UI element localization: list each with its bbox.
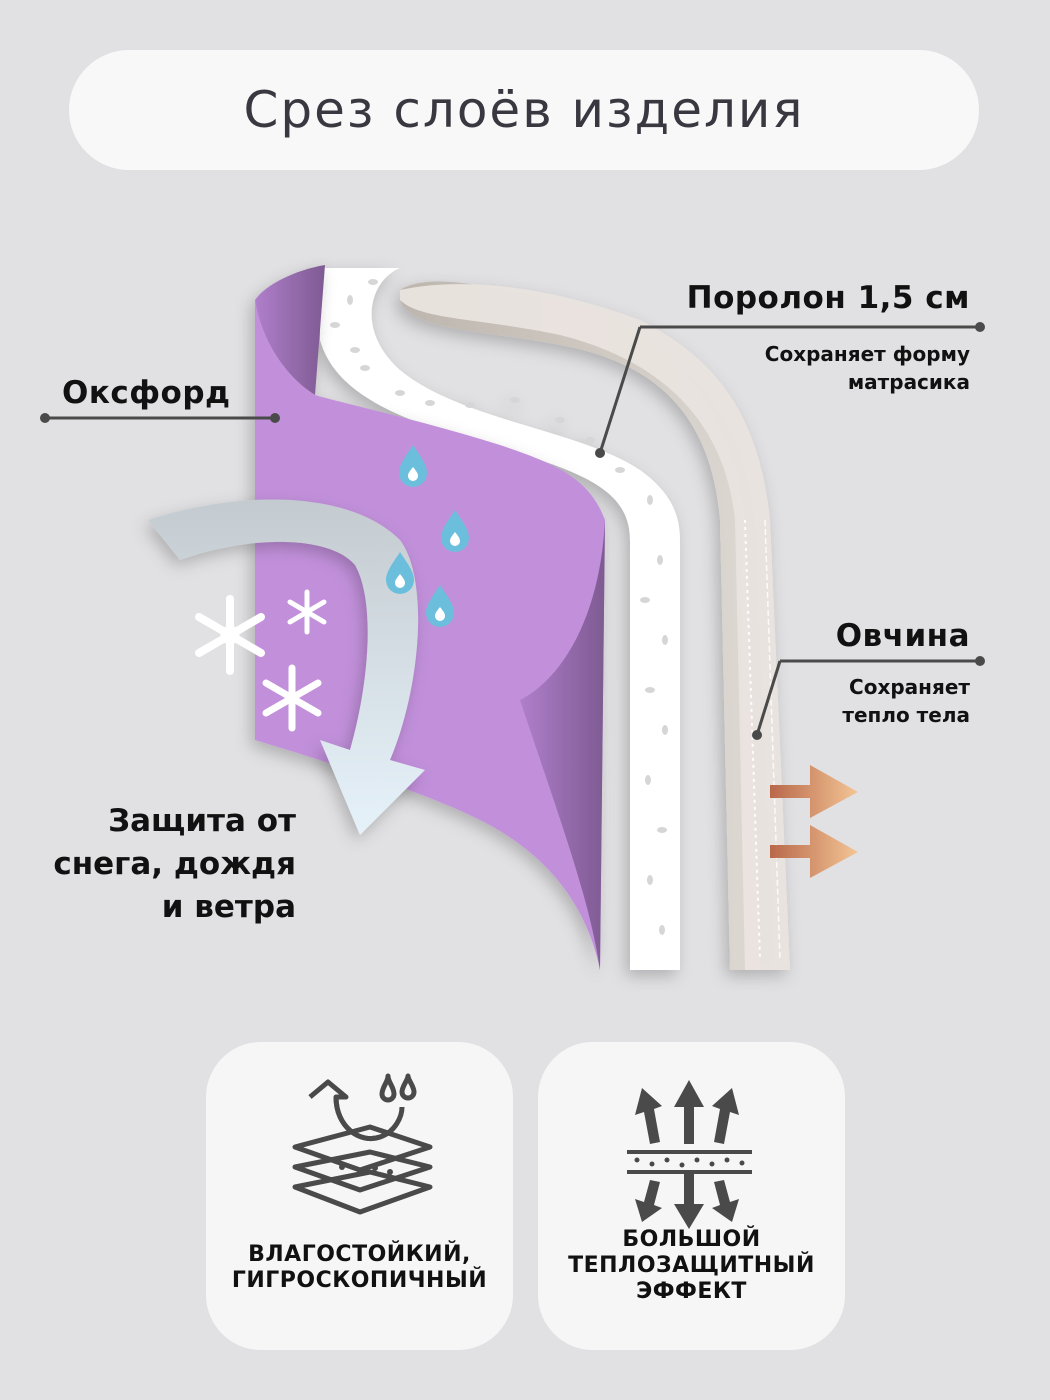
- sheepskin-description: Сохраняет тепло тела: [842, 675, 970, 727]
- foam-layer: [320, 268, 680, 970]
- water-drops-icon: [386, 445, 469, 627]
- oxford-label: Оксфорд: [62, 375, 231, 411]
- water-resistant-layers-icon: [206, 1072, 513, 1232]
- oxford-layer: [255, 265, 605, 970]
- sheepskin-label: Овчина: [835, 618, 970, 654]
- layers-cross-section-illustration: [40, 265, 985, 970]
- feature-caption: ВЛАГОСТОЙКИЙ, ГИГРОСКОПИЧНЫЙ: [231, 1242, 488, 1293]
- protection-text: Защита от снега, дождя и ветра: [53, 803, 296, 925]
- feature-card-thermal: БОЛЬШОЙ ТЕПЛОЗАЩИТНЫЙ ЭФФЕКТ: [538, 1042, 845, 1350]
- feature-card-water-resistant: ВЛАГОСТОЙКИЙ, ГИГРОСКОПИЧНЫЙ: [206, 1042, 513, 1350]
- heat-arrows-icon: [770, 765, 858, 878]
- wind-arrow-icon: [148, 499, 425, 835]
- page-title: Срез слоёв изделия: [243, 81, 805, 139]
- sheepskin-layer: [400, 281, 790, 970]
- leader-lines: [40, 322, 985, 740]
- foam-description: Сохраняет форму матрасика: [764, 342, 970, 394]
- feature-caption: БОЛЬШОЙ ТЕПЛОЗАЩИТНЫЙ ЭФФЕКТ: [568, 1227, 815, 1304]
- snowflakes-icon: [195, 589, 327, 732]
- title-banner: Срез слоёв изделия: [69, 50, 979, 170]
- foam-label: Поролон 1,5 см: [686, 280, 970, 316]
- thermal-insulation-arrows-icon: [538, 1072, 845, 1232]
